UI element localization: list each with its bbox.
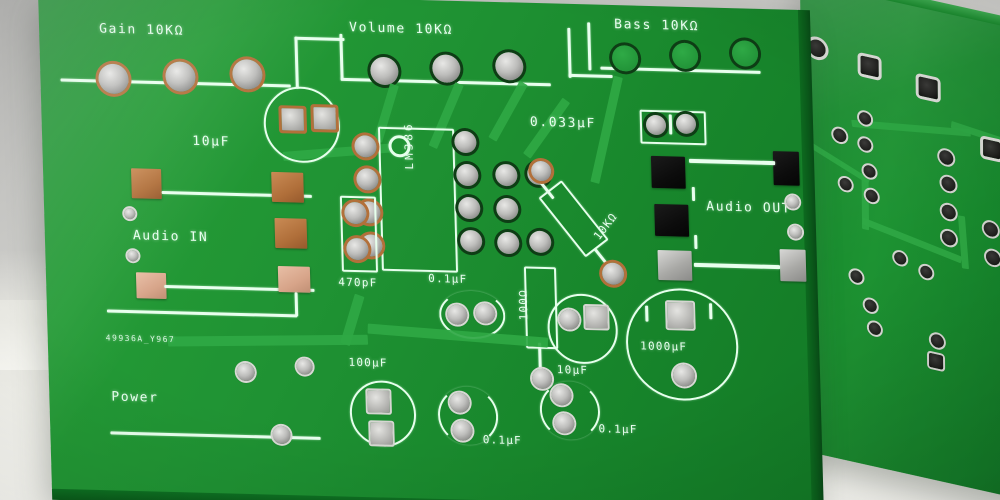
label-cap-1000uf: 1000μF (639, 339, 688, 354)
pad-network-5 (528, 230, 552, 254)
pad-ic-pin-6 (457, 196, 481, 220)
primary-pcb-component-side: Gain 10KΩ Volume 10KΩ Bass 10KΩ (38, 0, 824, 500)
label-cap-10uf-top: 10μF (192, 133, 231, 150)
label-volume: Volume 10KΩ (348, 20, 454, 38)
pad-network-1 (495, 163, 518, 187)
plated-hole (983, 138, 1000, 160)
pad-cap-100uf-1 (367, 390, 390, 413)
pad-cap-033uf-1 (645, 114, 667, 136)
pad-cap-10uf-top-1 (281, 108, 305, 131)
label-cap-01uf-mid: 0.1μF (428, 271, 468, 286)
label-cap-01uf-left: 0.1μF (482, 433, 523, 448)
plated-hole (918, 76, 938, 100)
plated-hole (928, 352, 944, 370)
label-power: Power (111, 389, 159, 406)
secondary-pcb-solder-side (799, 0, 1000, 500)
pad-ic-pin-7 (456, 163, 479, 187)
label-gain: Gain 10KΩ (98, 21, 185, 39)
pad-cap-1000uf-2 (672, 364, 696, 387)
pad-ic-pin-8 (454, 130, 477, 154)
pad-network-3 (496, 231, 520, 255)
pad-network-2 (495, 197, 519, 221)
pad-res-10k-2 (601, 262, 625, 286)
pad-power-1 (236, 362, 256, 382)
pad-cap-01uf-mid-1 (446, 304, 468, 325)
pad-volume-2 (431, 54, 461, 83)
label-cap-01uf-right: 0.1μF (598, 422, 638, 437)
pad-audio-out-5 (779, 249, 807, 282)
silk-line-lower-riser (294, 292, 299, 317)
plated-hole (860, 55, 879, 78)
silk-tick (691, 186, 696, 201)
pad-volume-1 (369, 56, 399, 86)
silk-tick (694, 234, 698, 249)
smd-pad-3 (277, 265, 311, 293)
pad-cap-10uf-right-1 (551, 385, 572, 406)
pcb-sheen-back (800, 0, 1000, 500)
label-res-100: 100Ω (516, 288, 531, 321)
pad-power-3 (272, 425, 291, 445)
ground-pour-trace (167, 334, 369, 347)
label-cap-10uf-right: 10μF (556, 363, 589, 377)
pad-gain-3 (232, 59, 263, 90)
pad-audio-out-3 (657, 249, 693, 281)
label-board-id: 49936A_Y967 (105, 333, 176, 345)
pad-cap-10uf-mid-1 (559, 309, 580, 330)
pad-audio-out-2 (654, 203, 690, 237)
pad-bass-1 (611, 44, 639, 72)
pad-ic-pin-1 (354, 135, 377, 158)
silk-polarity-tick (709, 303, 713, 320)
pad-ic-pin-5 (459, 229, 483, 253)
pad-cap-100uf-2 (370, 422, 393, 445)
pad-bass-3 (731, 40, 759, 67)
silk-polarity-tick (645, 305, 649, 322)
pad-cap-01uf-left-2 (452, 420, 473, 441)
pad-gain-2 (165, 61, 196, 93)
mounting-hole (124, 208, 136, 220)
pad-cap-10uf-top-2 (313, 107, 337, 130)
pad-cap-10uf-mid-2 (585, 305, 608, 329)
pad-res-10k-1 (530, 160, 552, 182)
pad-cap-470pf-1 (344, 201, 367, 225)
pad-volume-3 (494, 51, 524, 81)
label-cap-470pf: 470pF (338, 275, 378, 290)
smd-pad-2 (274, 217, 308, 249)
label-audio-in: Audio IN (132, 228, 209, 246)
pad-power-2 (296, 358, 313, 375)
silk-polarity-mark (668, 114, 673, 135)
smd-pad-1 (271, 171, 305, 203)
mounting-hole (786, 195, 800, 209)
mounting-hole (127, 250, 139, 262)
pad-audio-out-4 (772, 151, 800, 186)
label-bass: Bass 10KΩ (613, 17, 700, 35)
label-cap-033uf: 0.033μF (529, 114, 597, 132)
pad-cap-033uf-2 (675, 113, 697, 135)
pad-cap-01uf-left-1 (449, 392, 470, 413)
pad-cap-01uf-mid-2 (474, 303, 496, 324)
label-cap-100uf: 100μF (348, 355, 388, 370)
pad-gain-1 (98, 63, 129, 95)
pad-audio-in-1 (131, 168, 162, 200)
label-audio-out: Audio OUT (706, 199, 792, 217)
pad-bass-2 (671, 42, 699, 70)
pad-ic-pin-2 (356, 168, 379, 191)
pad-cap-10uf-right-2 (554, 413, 575, 434)
pad-cap-1000uf-1 (666, 302, 694, 329)
pad-cap-470pf-2 (346, 237, 369, 261)
label-ic-lm386: LM386 (401, 121, 417, 170)
pad-audio-out-1 (650, 155, 686, 189)
pad-res-100 (531, 368, 553, 390)
mounting-hole (788, 225, 803, 239)
pad-audio-in-2 (135, 272, 167, 300)
